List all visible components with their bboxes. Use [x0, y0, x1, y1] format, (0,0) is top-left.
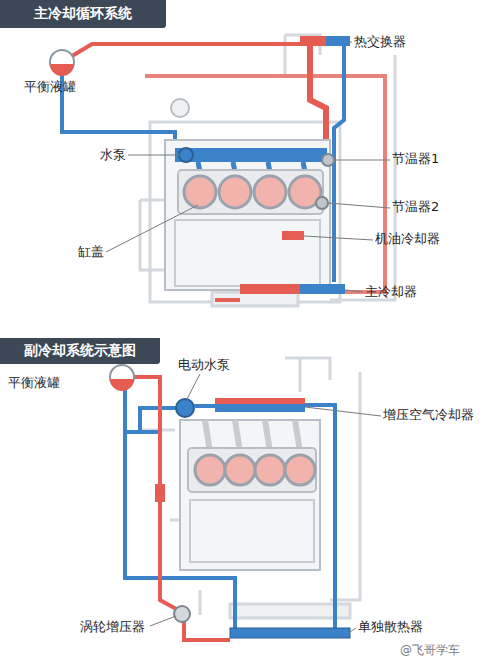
turbocharger: [174, 606, 190, 622]
blue-pipe: [194, 404, 215, 408]
leader-line: [106, 205, 198, 252]
blue-pipe: [334, 46, 344, 282]
leader-line: [328, 203, 390, 208]
header-text: 主冷却循环系统: [28, 6, 138, 21]
part-label: 电动水泵: [178, 358, 230, 373]
header-band: 副冷却系统示意图: [0, 338, 160, 364]
leader-line: [345, 290, 363, 292]
gray-pipe: [140, 35, 395, 300]
leader-line: [128, 155, 180, 156]
separate-radiator: [230, 628, 350, 638]
gray-pipe-loop: [150, 122, 340, 302]
blue-pipe: [62, 74, 175, 150]
red-pipe: [145, 76, 385, 292]
thermostat: [322, 154, 334, 166]
part-label: 缸盖: [78, 245, 104, 260]
leader-line: [187, 374, 200, 399]
leader-lines: [150, 374, 381, 632]
cylinder: [219, 176, 251, 208]
crankcase: [190, 500, 314, 562]
heat-exchanger: [300, 36, 326, 46]
cylinder-head: [178, 170, 323, 214]
part-label: 单独散热器: [358, 620, 423, 635]
red-pipe: [72, 44, 302, 56]
leader-line: [304, 236, 373, 240]
cylinder: [255, 455, 285, 485]
tank-fluid: [110, 379, 134, 391]
part-label: 增压空气冷却器: [383, 408, 474, 423]
cylinder: [254, 176, 286, 208]
part-label: 热交换器: [354, 35, 406, 50]
red-pipe: [134, 377, 178, 610]
part-label: 机油冷却器: [375, 232, 440, 247]
cylinder: [195, 455, 225, 485]
oil-pan: [212, 292, 298, 306]
part-label: 水泵: [100, 148, 126, 163]
leader-line: [350, 42, 352, 43]
water-pump: [179, 148, 193, 162]
leader-line: [305, 407, 381, 416]
part-label: 涡轮增压器: [80, 620, 145, 635]
leader-line: [150, 616, 176, 626]
main-radiator: [300, 284, 345, 294]
cylinder: [285, 455, 315, 485]
gray-pipes: [140, 35, 395, 306]
cylinder: [225, 455, 255, 485]
watermark: @飞哥学车: [400, 644, 460, 658]
crankcase: [175, 220, 320, 286]
coolant-gallery: [175, 148, 327, 162]
blue-pipe: [125, 408, 176, 432]
leader-lines: [106, 42, 390, 292]
filler-cap: [171, 99, 189, 117]
engine-block: [165, 140, 330, 290]
red-pipe: [184, 622, 230, 640]
red-pipe: [215, 298, 240, 302]
oil-pan: [230, 604, 350, 618]
tank-fluid: [50, 64, 74, 76]
leader-line: [334, 160, 390, 161]
cylinder: [184, 176, 216, 208]
header-text: 副冷却系统示意图: [18, 343, 142, 358]
part-label: 平衡液罐: [8, 376, 60, 391]
part-label: 平衡液罐: [24, 80, 76, 95]
part-label: 主冷却器: [365, 285, 417, 300]
red-fitting: [155, 484, 165, 502]
heat-exchanger: [326, 36, 350, 46]
part-label: 节温器1: [392, 152, 439, 167]
main-radiator: [240, 284, 300, 294]
oil-cooler: [282, 231, 304, 240]
thermostat: [316, 197, 328, 209]
leader-line: [350, 628, 356, 632]
header-band: 主冷却循环系统: [0, 0, 166, 28]
cylinder-head: [188, 448, 316, 492]
engine-block: [180, 420, 320, 570]
charge-air-cooler: [215, 404, 305, 412]
part-label: 节温器2: [392, 200, 439, 215]
charge-air-cooler: [215, 398, 305, 404]
electric-pump: [176, 399, 194, 417]
